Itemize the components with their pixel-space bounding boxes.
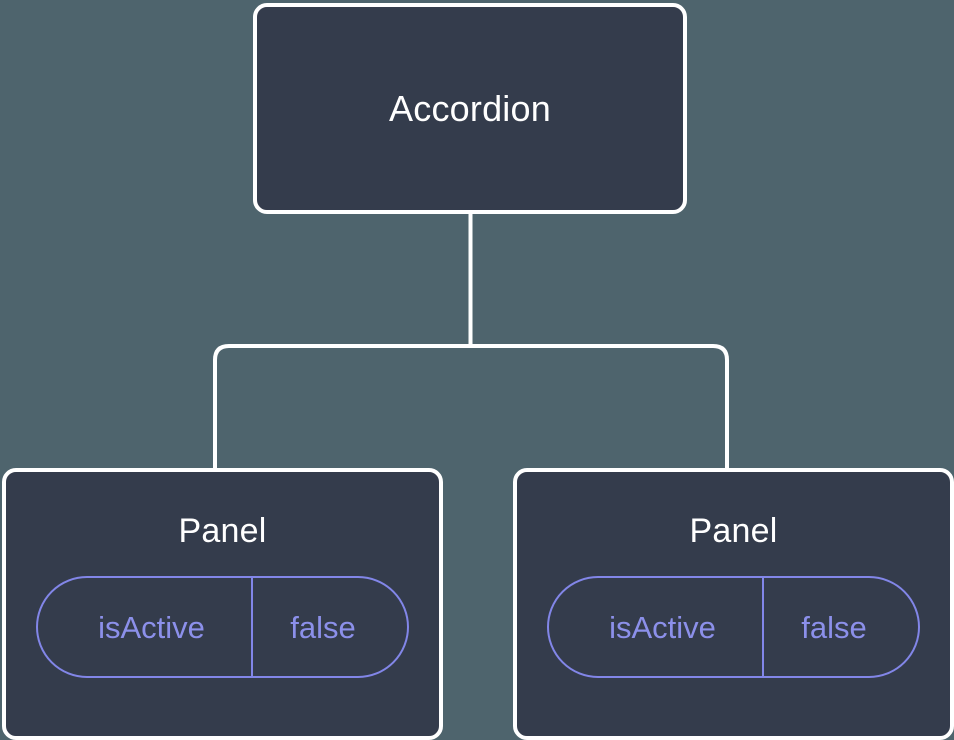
node-accordion-label: Accordion (389, 87, 551, 129)
prop-key-isactive-left: isActive (38, 578, 253, 676)
connector-branch-left (213, 344, 471, 470)
prop-pill-panel-right[interactable]: isActive false (547, 576, 920, 678)
connector-branch-right (470, 344, 729, 470)
node-panel-right-label: Panel (689, 512, 778, 550)
prop-value-isactive-right: false (801, 609, 867, 645)
node-panel-left[interactable]: Panel isActive false (2, 468, 443, 740)
prop-pill-panel-left[interactable]: isActive false (36, 576, 409, 678)
prop-value-isactive-left: false (290, 609, 356, 645)
prop-key-isactive-right: isActive (549, 578, 764, 676)
node-panel-left-label: Panel (178, 512, 267, 550)
node-accordion[interactable]: Accordion (253, 3, 687, 214)
node-panel-right[interactable]: Panel isActive false (513, 468, 954, 740)
